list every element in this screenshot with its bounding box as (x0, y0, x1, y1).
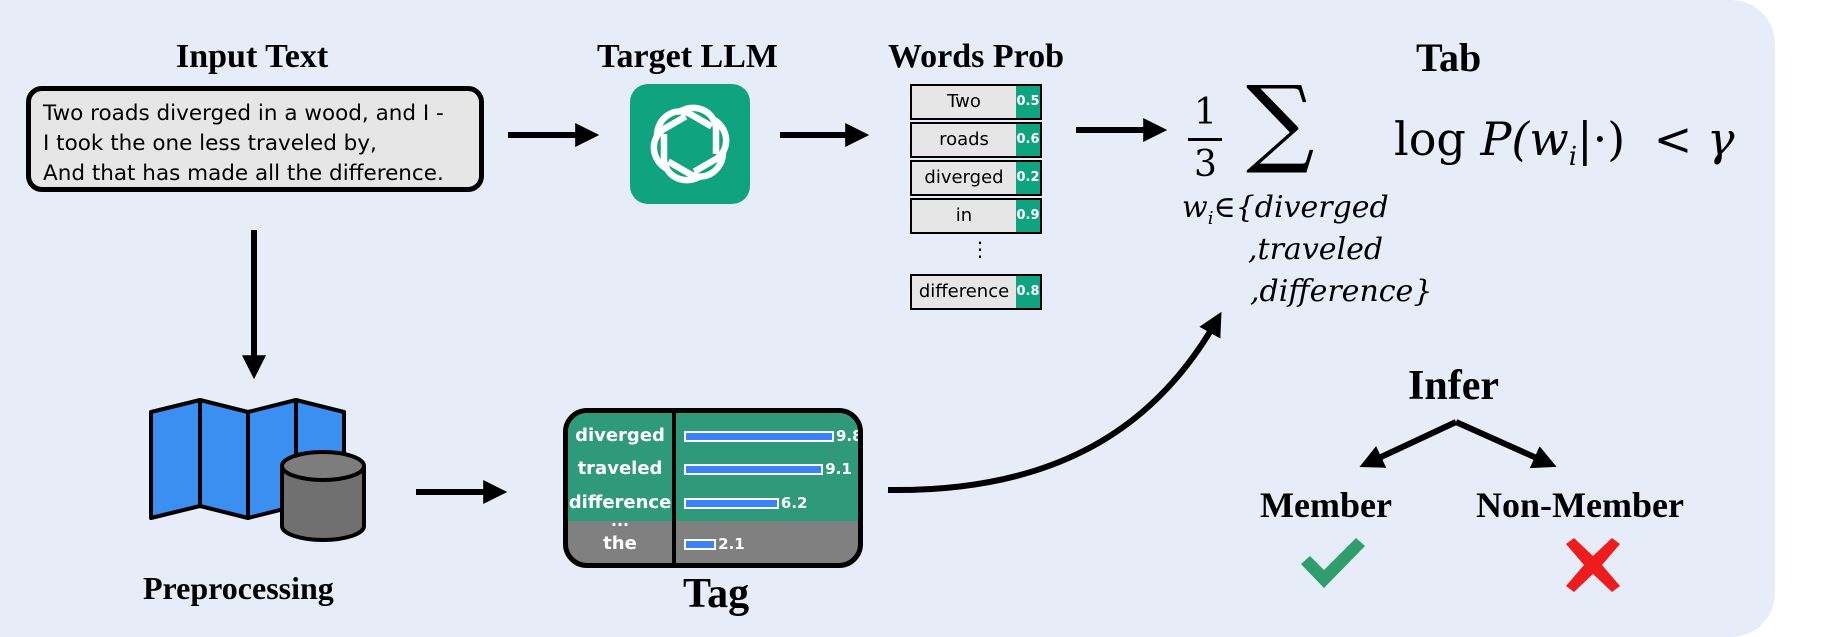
words-ellipsis: ⋮ (970, 237, 990, 261)
arrow-tag-to-tab (887, 311, 1222, 494)
less-than-symbol: < (1653, 112, 1693, 166)
checkmark-icon (1301, 538, 1365, 588)
tag-card: diverged traveled difference ... the 9.8… (563, 408, 863, 568)
log-operator: log (1394, 112, 1466, 166)
index-w: w (1182, 190, 1208, 225)
word-prob-value: 0.2 (1016, 162, 1040, 194)
tag-score-value: 9.1 (825, 460, 852, 478)
database-icon (280, 450, 366, 542)
input-text-title: Input Text (176, 38, 329, 75)
word-row: in 0.9 (910, 198, 1042, 234)
word-prob-value: 0.8 (1016, 276, 1040, 308)
tag-score-value: 6.2 (780, 494, 808, 512)
tag-score-bar (684, 464, 824, 475)
tag-score-bar (684, 498, 779, 509)
fraction-denominator: 3 (1194, 144, 1217, 185)
word-prob-value: 0.6 (1016, 124, 1040, 156)
fraction-numerator: 1 (1194, 92, 1217, 133)
word-row: difference 0.8 (910, 274, 1042, 310)
arrow-infer-to-member (1359, 419, 1458, 468)
index-set-start: ∈{diverged (1213, 190, 1389, 225)
input-text-box: Two roads diverged in a wood, and I - I … (26, 86, 484, 192)
member-label: Member (1260, 485, 1392, 525)
preprocessing-title: Preprocessing (143, 570, 334, 606)
tag-title: Tag (683, 571, 750, 617)
tag-axis-line (672, 413, 676, 563)
sum-index-line-3: ,difference} (1250, 274, 1433, 309)
input-text-line: And that has made all the difference. (43, 161, 444, 186)
probability-term: P(w (1480, 112, 1569, 166)
tag-score-value: 2.1 (718, 535, 745, 553)
openai-logo-icon (630, 84, 750, 204)
arrow-infer-to-non-member (1454, 419, 1557, 469)
sum-index-line-1: wi∈{diverged (1182, 190, 1389, 229)
target-llm-title: Target LLM (597, 38, 779, 75)
word-row: diverged 0.2 (910, 160, 1042, 196)
non-member-label: Non-Member (1476, 485, 1684, 525)
gamma-threshold: γ (1706, 112, 1735, 166)
word-row: Two 0.5 (910, 84, 1042, 120)
openai-logo-svg (650, 104, 730, 184)
formula-expression: log P(wi|·) < γ (1394, 112, 1734, 172)
word-prob-value: 0.5 (1016, 86, 1040, 118)
sum-symbol: ∑ (1246, 65, 1315, 177)
tag-score-bar (684, 539, 717, 550)
words-prob-title: Words Prob (888, 38, 1065, 75)
tag-word-label: the (603, 533, 637, 554)
word-prob-value: 0.9 (1016, 200, 1040, 232)
input-text-line: Two roads diverged in a wood, and I - (43, 101, 444, 126)
cross-icon (1566, 538, 1620, 592)
tab-title: Tab (1416, 35, 1482, 80)
tag-word-label: difference (568, 492, 672, 513)
tag-word-label: traveled (577, 458, 663, 479)
tag-ellipsis: ... (610, 511, 630, 530)
input-text-line: I took the one less traveled by, (43, 131, 377, 156)
fraction-bar (1188, 138, 1222, 141)
tag-word-label: diverged (575, 425, 665, 446)
word-row: roads 0.6 (910, 122, 1042, 158)
preprocessing-icon (149, 398, 366, 542)
subscript-i: i (1568, 142, 1578, 173)
sum-index-line-2: ,traveled (1248, 232, 1384, 267)
tag-score-bar (684, 431, 834, 442)
tag-score-value: 9.8 (836, 427, 863, 445)
index-i: i (1207, 208, 1214, 229)
infer-title: Infer (1408, 363, 1499, 409)
condition-term: |·) (1577, 112, 1626, 166)
